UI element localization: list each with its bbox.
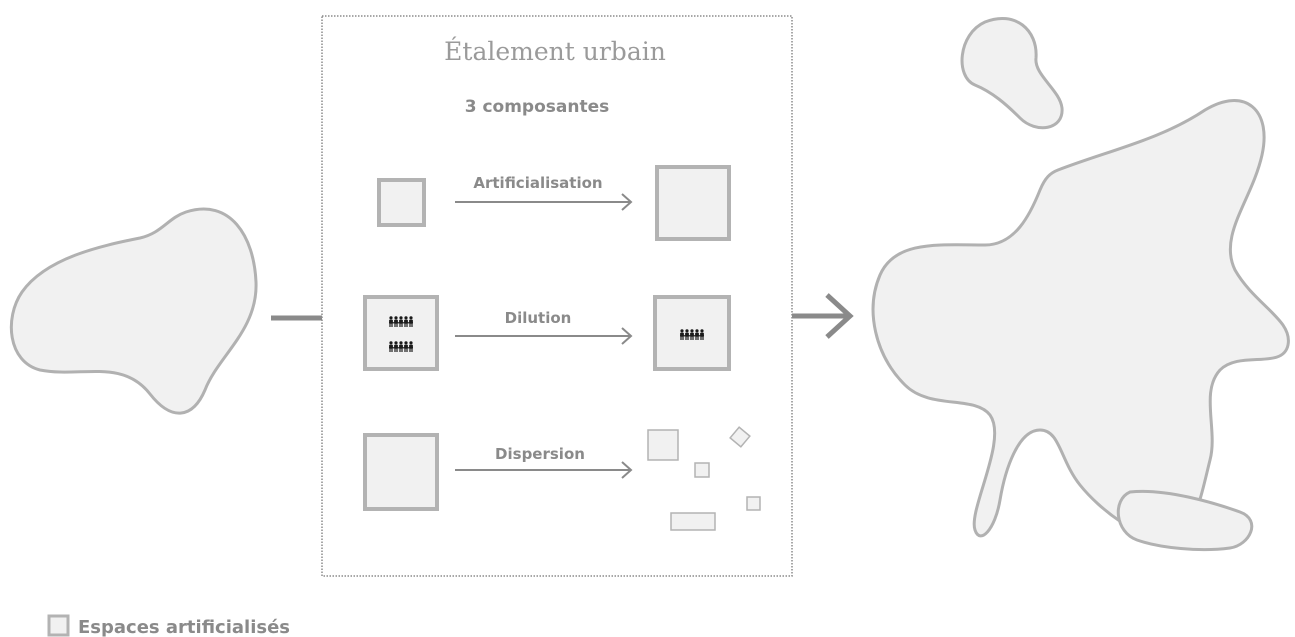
dense-square (363, 295, 439, 371)
legend: Espaces artificialisés (47, 614, 290, 637)
arrow-right-icon (455, 327, 633, 345)
urban-area-after-island-top (960, 16, 1064, 130)
legend-label: Espaces artificialisés (78, 617, 290, 637)
urban-area-after-island-bottom (1116, 489, 1254, 552)
large-square (655, 165, 731, 241)
arrow-right-icon (792, 293, 854, 339)
label-dispersion: Dispersion (495, 445, 585, 463)
label-dilution: Dilution (505, 309, 572, 327)
panel-subtitle: 3 composantes (465, 97, 610, 117)
small-square (377, 178, 426, 227)
component-dispersion: Dispersion (363, 426, 761, 531)
scattered-squares (647, 426, 761, 531)
compact-square (363, 433, 439, 511)
arrow-right-icon (455, 461, 633, 479)
component-artificialisation: Artificialisation (377, 165, 731, 241)
label-artificialisation: Artificialisation (473, 174, 602, 192)
legend-swatch (47, 614, 70, 637)
urban-area-after-main (871, 99, 1290, 540)
urban-area-before (9, 207, 258, 415)
panel-title: Étalement urbain (444, 37, 666, 66)
arrow-right-icon (455, 193, 633, 211)
component-dilution: Dilution (363, 295, 731, 371)
